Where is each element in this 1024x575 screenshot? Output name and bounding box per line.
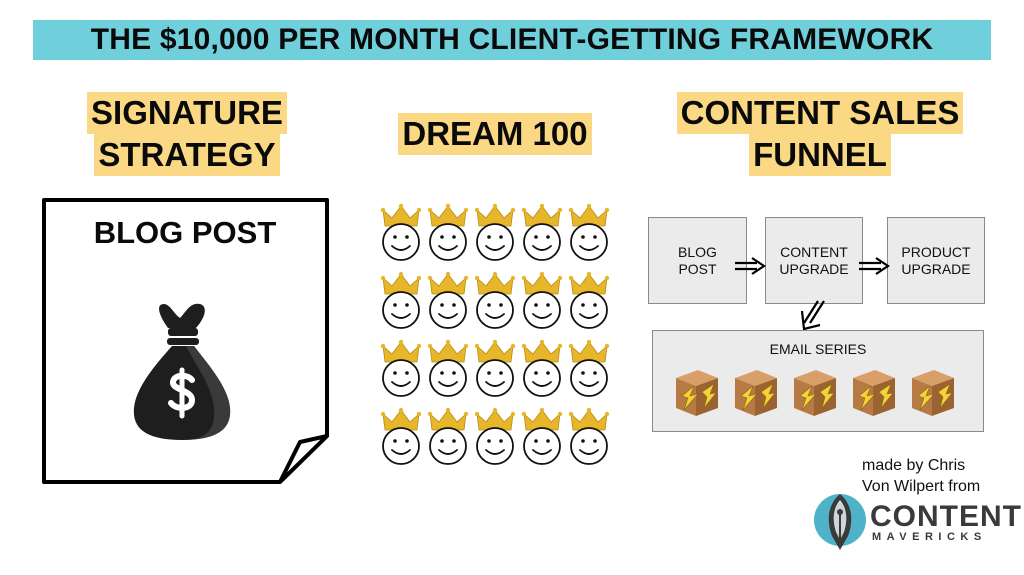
crowned-smiley-icon [568, 271, 610, 329]
crowned-smiley-icon [427, 271, 469, 329]
crowned-smiley-icon [521, 203, 563, 261]
crowned-smiley-icon [568, 203, 610, 261]
funnel-box-label: UPGRADE [779, 260, 849, 277]
crowned-smiley-icon [427, 203, 469, 261]
crowned-smiley-icon [568, 407, 610, 465]
crowned-smiley-icon [380, 339, 422, 397]
heading-dream-100: DREAM 100 [380, 113, 610, 155]
email-boxes-row [676, 370, 954, 416]
heading-line: SIGNATURE [87, 92, 287, 134]
crowned-smiley-icon [380, 407, 422, 465]
funnel-box-label: CONTENT [780, 243, 848, 260]
double-arrow-right-icon [859, 257, 890, 275]
funnel-blog-post-box: BLOG POST [648, 217, 747, 304]
blog-post-title: BLOG POST [93, 215, 277, 250]
heading-line: DREAM 100 [398, 113, 592, 155]
funnel-box-label: POST [678, 260, 717, 277]
crowned-smiley-icon [380, 203, 422, 261]
crowned-smiley-icon [474, 339, 516, 397]
funnel-product-upgrade-box: PRODUCT UPGRADE [887, 217, 985, 304]
crowned-smiley-icon [474, 271, 516, 329]
crowned-smiley-icon [427, 407, 469, 465]
heading-signature-strategy: SIGNATURE STRATEGY [62, 92, 312, 176]
crowned-smiley-icon [427, 339, 469, 397]
crowned-smiley-icon [380, 271, 422, 329]
lightning-box-icon [794, 370, 836, 416]
page-title: THE $10,000 PER MONTH CLIENT-GETTING FRA… [90, 23, 934, 56]
page-curl-icon [278, 434, 329, 484]
email-series-label: EMAIL SERIES [769, 341, 867, 357]
heading-line: CONTENT SALES [676, 92, 964, 134]
crowned-smiley-icon [521, 339, 563, 397]
crowned-smiley-icon [474, 407, 516, 465]
double-arrow-down-left-icon [800, 300, 825, 331]
lightning-box-icon [735, 370, 777, 416]
lightning-box-icon [912, 370, 954, 416]
credit-line: made by Chris [862, 457, 966, 474]
lightning-box-icon [676, 370, 718, 416]
money-bag-icon [133, 303, 231, 440]
heading-line: FUNNEL [749, 134, 891, 176]
brand-name: CONTENT [870, 500, 1022, 533]
double-arrow-right-icon [735, 257, 766, 275]
title-banner: THE $10,000 PER MONTH CLIENT-GETTING FRA… [33, 20, 991, 60]
heading-content-sales-funnel: CONTENT SALES FUNNEL [655, 92, 985, 176]
credit-text: made by Chris Von Wilpert from [862, 455, 980, 497]
funnel-box-label: UPGRADE [901, 260, 971, 277]
lightning-box-icon [853, 370, 895, 416]
brand-subname: MAVERICKS [872, 531, 987, 543]
crowned-smiley-icon [568, 339, 610, 397]
funnel-box-label: BLOG [678, 243, 717, 260]
funnel-content-upgrade-box: CONTENT UPGRADE [765, 217, 863, 304]
pen-nib-logo-icon [814, 494, 866, 550]
dream-100-grid [380, 203, 610, 465]
heading-line: STRATEGY [94, 134, 280, 176]
funnel-box-label: PRODUCT [901, 243, 971, 260]
crowned-smiley-icon [521, 407, 563, 465]
crowned-smiley-icon [521, 271, 563, 329]
crowned-smiley-icon [474, 203, 516, 261]
credit-line: Von Wilpert from [862, 478, 981, 495]
